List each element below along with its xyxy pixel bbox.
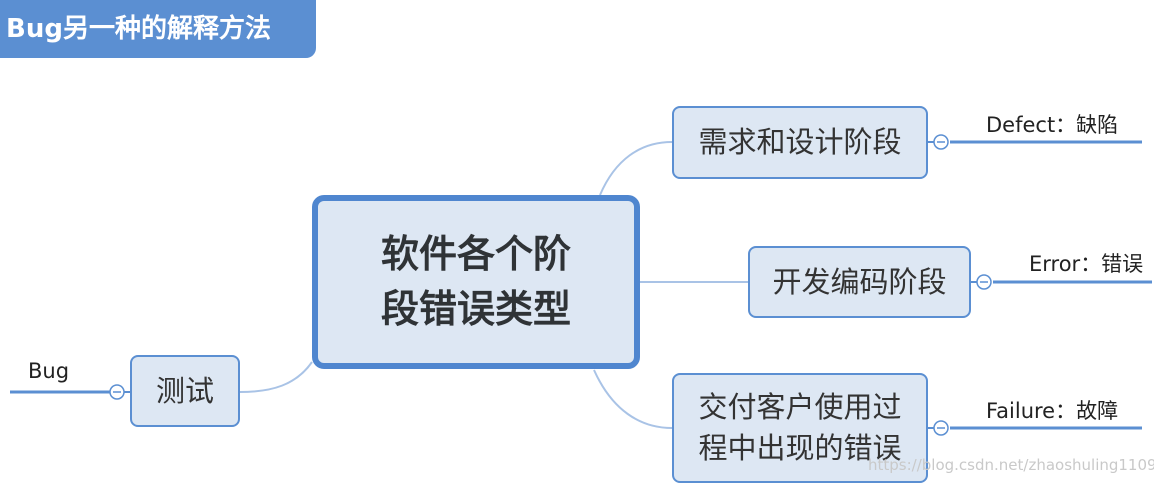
central-topic-line-2: 段错误类型 [380, 287, 571, 331]
connector-center-to-testing [239, 361, 313, 393]
diagram-title: Bug另一种的解释方法 [0, 0, 316, 58]
central-topic[interactable]: 软件各个阶 段错误类型 [312, 195, 640, 369]
branch-requirements-design[interactable]: 需求和设计阶段 [672, 106, 928, 179]
branch-testing[interactable]: 测试 [130, 355, 240, 427]
central-topic-line-1: 软件各个阶 [380, 231, 571, 276]
connector-center-to-delivery [593, 369, 673, 429]
branch-delivery-errors-line-2: 程中出现的错误 [698, 431, 902, 465]
leaf-defect[interactable]: Defect：缺陷 [986, 113, 1119, 137]
branch-delivery-errors[interactable]: 交付客户使用过 程中出现的错误 [672, 373, 928, 483]
leaf-failure[interactable]: Failure：故障 [986, 399, 1119, 423]
branch-development-coding[interactable]: 开发编码阶段 [748, 246, 971, 318]
connector-center-to-requirements [599, 141, 673, 196]
branch-requirements-design-label: 需求和设计阶段 [698, 125, 902, 160]
watermark: https://blog.csdn.net/zhaoshuling1109 [868, 456, 1154, 474]
leaf-error[interactable]: Error：错误 [1029, 252, 1144, 276]
branch-testing-label: 测试 [155, 373, 214, 408]
branch-development-coding-label: 开发编码阶段 [772, 264, 947, 299]
leaf-bug[interactable]: Bug [28, 359, 70, 383]
branch-delivery-errors-line-1: 交付客户使用过 [698, 390, 902, 425]
